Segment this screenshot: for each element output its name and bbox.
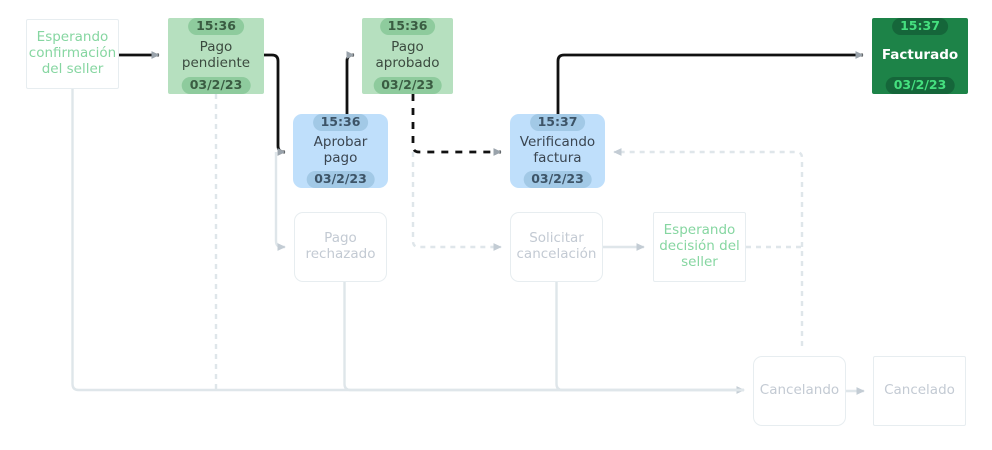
node-label: Cancelado: [884, 382, 955, 399]
node-label: Verificando factura: [519, 134, 596, 166]
node-time-badge: 15:37: [892, 18, 948, 36]
edge-solicitar-cancelacion-to-cancelando: [555, 282, 744, 392]
node-cancelando[interactable]: Cancelando: [753, 356, 846, 426]
node-time-badge: 15:36: [312, 114, 369, 132]
node-esperando-confirmacion-del-seller[interactable]: Esperando confirmación del seller: [26, 19, 119, 89]
node-aprobar-pago[interactable]: 15:36 Aprobar pago 03/2/23: [293, 114, 388, 188]
node-time-badge: 15:36: [379, 18, 436, 36]
node-pago-pendiente[interactable]: 15:36 Pago pendiente 03/2/23: [168, 18, 264, 94]
node-label: Esperando confirmación del seller: [28, 29, 117, 77]
node-date-badge: 03/2/23: [306, 170, 375, 188]
node-esperando-decision-del-seller[interactable]: Esperando decisión del seller: [653, 212, 746, 282]
node-date-badge: 03/2/23: [373, 76, 442, 94]
node-label: Facturado: [881, 47, 959, 64]
node-pago-rechazado[interactable]: Pago rechazado: [294, 212, 387, 282]
node-verificando-factura[interactable]: 15:37 Verificando factura 03/2/23: [510, 114, 605, 188]
node-time-badge: 15:37: [529, 114, 586, 132]
edge-pago-rechazado-to-cancelando: [343, 282, 744, 392]
edge-pago-aprobado-to-verificando-factura: [411, 94, 502, 156]
node-facturado[interactable]: 15:37 Facturado 03/2/23: [872, 18, 968, 94]
edge-pago-pendiente-to-aprobar-pago: [264, 53, 286, 156]
node-date-badge: 03/2/23: [181, 76, 251, 94]
node-label: Pago pendiente: [181, 39, 251, 71]
edge-pago-aprobado-to-solicitar-cancelacion: [411, 152, 502, 251]
node-date-badge: 03/2/23: [523, 170, 592, 188]
node-label: Pago aprobado: [375, 39, 440, 71]
edge-aprobar-pago-to-pago-rechazado: [274, 152, 286, 251]
edge-aprobar-pago-to-pago-aprobado: [345, 51, 355, 114]
node-solicitar-cancelacion[interactable]: Solicitar cancelación: [510, 212, 603, 282]
node-pago-aprobado[interactable]: 15:36 Pago aprobado 03/2/23: [362, 18, 453, 94]
node-date-badge: 03/2/23: [885, 76, 955, 94]
node-label: Aprobar pago: [313, 134, 368, 166]
edge-esperando-decision-to-cancelando: [746, 245, 804, 347]
node-label: Cancelando: [759, 382, 840, 399]
edge-verificando-factura-to-facturado: [556, 51, 864, 114]
node-label: Solicitar cancelación: [516, 230, 597, 262]
node-cancelado[interactable]: Cancelado: [873, 356, 966, 426]
edge-esperando-confirmacion-to-cancelando: [71, 89, 745, 394]
node-label: Pago rechazado: [305, 230, 376, 262]
node-label: Esperando decisión del seller: [659, 222, 740, 270]
node-time-badge: 15:36: [188, 18, 244, 36]
